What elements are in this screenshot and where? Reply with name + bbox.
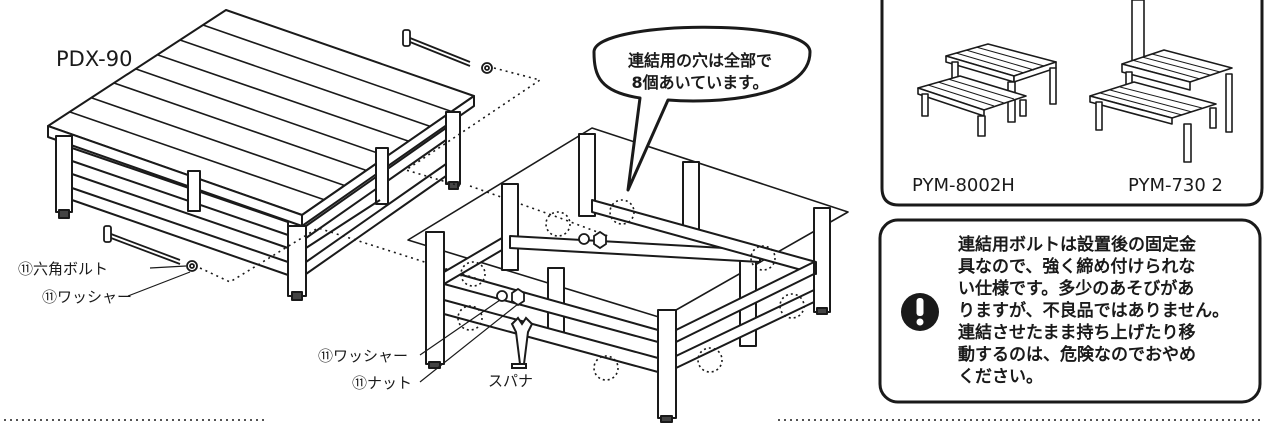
callout-bubble — [592, 25, 812, 192]
caution-line-5: 連結させたまま持ち上げたり移 — [958, 322, 1196, 343]
bolt-label: ⑪六角ボルト — [18, 260, 108, 278]
caution-line-2: 具なので、強く締め付けられな — [957, 256, 1195, 277]
exclamation-icon — [901, 293, 939, 331]
right-frame-illustration — [407, 127, 849, 423]
hole-markers — [457, 199, 805, 381]
caution-line-4: りますが、不良品ではありません。 — [958, 300, 1229, 321]
left-deck-illustration — [47, 9, 475, 301]
lower-bolt-icon — [103, 225, 198, 272]
variant-right-label: PYM-730 2 — [1128, 175, 1223, 196]
callout-line-2: 8個あいています。 — [631, 73, 768, 92]
caution-line-3: い仕様です。多少のあそびがあ — [958, 278, 1194, 299]
caution-box — [878, 218, 1262, 404]
nut-washer-icons — [496, 230, 607, 307]
assembly-guide-lines — [199, 67, 609, 289]
nut-label: ⑪ナット — [352, 374, 412, 392]
caution-line-7: ください。 — [958, 367, 1043, 387]
washer-label-a: ⑪ワッシャー — [42, 288, 132, 306]
variant-left-illustration — [917, 43, 1057, 137]
washer-label-b: ⑪ワッシャー — [318, 347, 408, 365]
callout-line-1: 連結用の穴は全部で — [628, 51, 772, 70]
caution-line-1: 連結用ボルトは設置後の固定金 — [958, 234, 1197, 255]
spanner-label: スパナ — [488, 372, 533, 390]
upper-bolt-icon — [402, 29, 493, 74]
variant-right-illustration — [1089, 0, 1233, 163]
variant-left-label: PYM-8002H — [912, 175, 1015, 196]
model-label-main: PDX-90 — [56, 47, 132, 71]
part-leader-lines — [127, 265, 519, 383]
caution-line-6: 動するのは、危険なのでおやめ — [958, 344, 1196, 365]
spanner-icon — [510, 316, 534, 369]
